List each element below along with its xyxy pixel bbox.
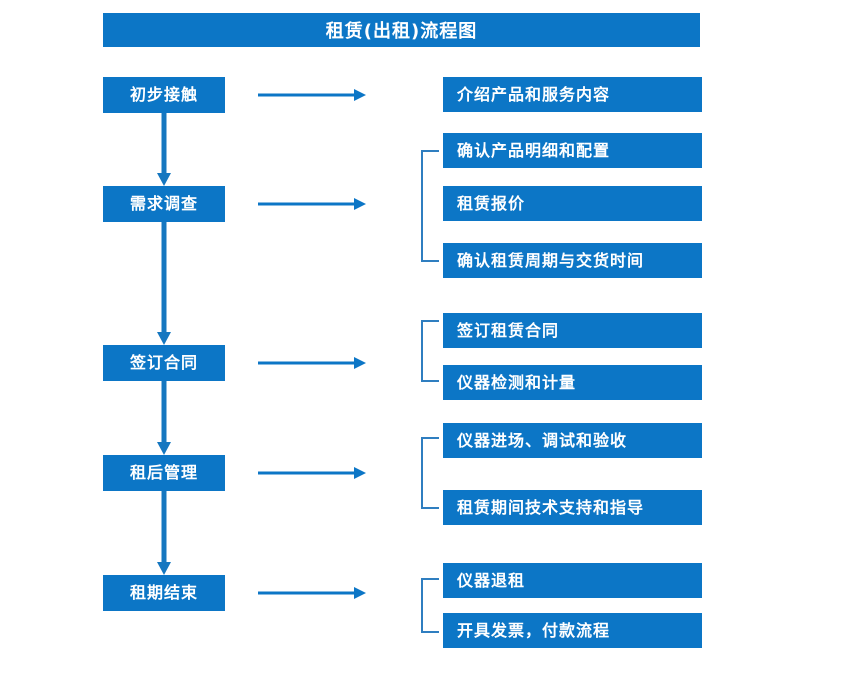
arrow-right-icon-1 [258, 88, 366, 102]
stage-box-needs-survey[interactable]: 需求调查 [103, 186, 225, 222]
group-bracket-icon-needs-survey [419, 150, 439, 262]
detail-box-confirm-spec[interactable]: 确认产品明细和配置 [443, 133, 702, 168]
detail-box-rental-quote[interactable]: 租赁报价 [443, 186, 702, 221]
detail-box-sign-rental-contract[interactable]: 签订租赁合同 [443, 313, 702, 348]
arrow-down-icon-4 [156, 491, 172, 575]
stage-box-sign-contract[interactable]: 签订合同 [103, 345, 225, 381]
arrow-down-icon-1 [156, 113, 172, 186]
detail-box-instrument-return[interactable]: 仪器退租 [443, 563, 702, 598]
group-bracket-icon-lease-end [419, 578, 439, 633]
detail-box-invoice-payment[interactable]: 开具发票，付款流程 [443, 613, 702, 648]
detail-box-intro-products[interactable]: 介绍产品和服务内容 [443, 77, 702, 112]
arrow-right-icon-2 [258, 197, 366, 211]
arrow-right-icon-4 [258, 466, 366, 480]
arrow-right-icon-3 [258, 356, 366, 370]
arrow-right-icon-5 [258, 586, 366, 600]
detail-box-confirm-period[interactable]: 确认租赁周期与交货时间 [443, 243, 702, 278]
stage-box-post-rent-mgmt[interactable]: 租后管理 [103, 455, 225, 491]
arrow-down-icon-2 [156, 222, 172, 345]
stage-box-lease-end[interactable]: 租期结束 [103, 575, 225, 611]
detail-box-technical-support[interactable]: 租赁期间技术支持和指导 [443, 490, 702, 525]
detail-box-instrument-delivery[interactable]: 仪器进场、调试和验收 [443, 423, 702, 458]
stage-box-initial-contact[interactable]: 初步接触 [103, 77, 225, 113]
detail-box-instrument-testing[interactable]: 仪器检测和计量 [443, 365, 702, 400]
group-bracket-icon-sign-contract [419, 320, 439, 382]
diagram-title: 租赁(出租)流程图 [103, 13, 700, 47]
group-bracket-icon-post-rent-mgmt [419, 437, 439, 509]
arrow-down-icon-3 [156, 381, 172, 455]
